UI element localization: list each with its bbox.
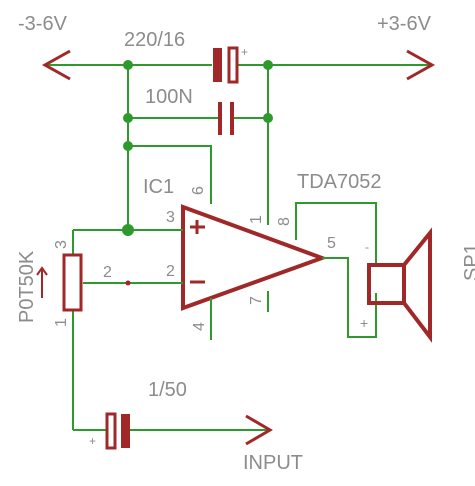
ic1-pin3-label: 3 [166,209,175,226]
c3-plate-hollow [105,412,117,450]
c1-polarity-plus: + [241,45,248,59]
ic1-pin8-label: 8 [276,217,293,226]
capacitor-c1 [213,46,239,84]
speaker-plus-label: + [360,315,368,331]
wire-pin6 [128,145,212,204]
junction-dot [263,60,273,70]
c1-value-label: 220/16 [124,29,185,51]
junction-dot [123,113,133,123]
pot-pin3-label: 3 [53,240,70,249]
speaker-sp1 [367,227,432,343]
c2-value-label: 100N [145,86,193,108]
c3-polarity-plus: + [89,434,96,448]
speaker-minus-label: - [365,240,369,254]
speaker-cone [402,227,432,343]
pot-pin2-label: 2 [103,264,112,281]
capacitor-c2 [218,102,234,135]
c3-plate-solid [121,414,130,448]
c1-plate-solid [213,48,222,82]
wire-pin8 [295,202,377,265]
junction-dot [123,141,133,151]
speaker-ref-label: SP1 [461,243,475,281]
ic1-pin2-label: 2 [166,263,175,280]
junction-dot [123,60,133,70]
ic1-ref-label: IC1 [143,176,174,198]
potentiometer-body [62,253,83,312]
capacitor-c3 [105,412,130,450]
ic1-part-label: TDA7052 [297,171,382,193]
pos-supply-arrow-icon [406,49,436,81]
speaker-magnet [367,263,406,305]
neg-supply-label: -3-6V [18,13,68,35]
junction-dot [122,224,134,236]
junction-dot [263,113,273,123]
pot-pin1-label: 1 [53,318,70,327]
pot-arrow-icon [36,266,48,298]
c3-value-label: 1/50 [148,379,187,401]
input-arrow-icon [245,414,273,446]
pot-ref-label: P0T50K [16,250,38,323]
ic1-pin5-label: 5 [327,235,336,252]
c1-plate-hollow [227,46,239,84]
ic1-pin7-label: 7 [248,296,265,305]
ic1-amplifier-triangle [181,204,328,311]
ic1-pin6-label: 6 [190,186,207,195]
junction-dot [125,280,131,286]
ic1-pin4-label: 4 [191,322,208,331]
wire-pin5 [322,257,377,338]
ic1-pin1-label: 1 [248,215,265,224]
input-label: INPUT [243,452,303,474]
neg-supply-arrow-icon [41,49,71,81]
pos-supply-label: +3-6V [377,13,432,35]
